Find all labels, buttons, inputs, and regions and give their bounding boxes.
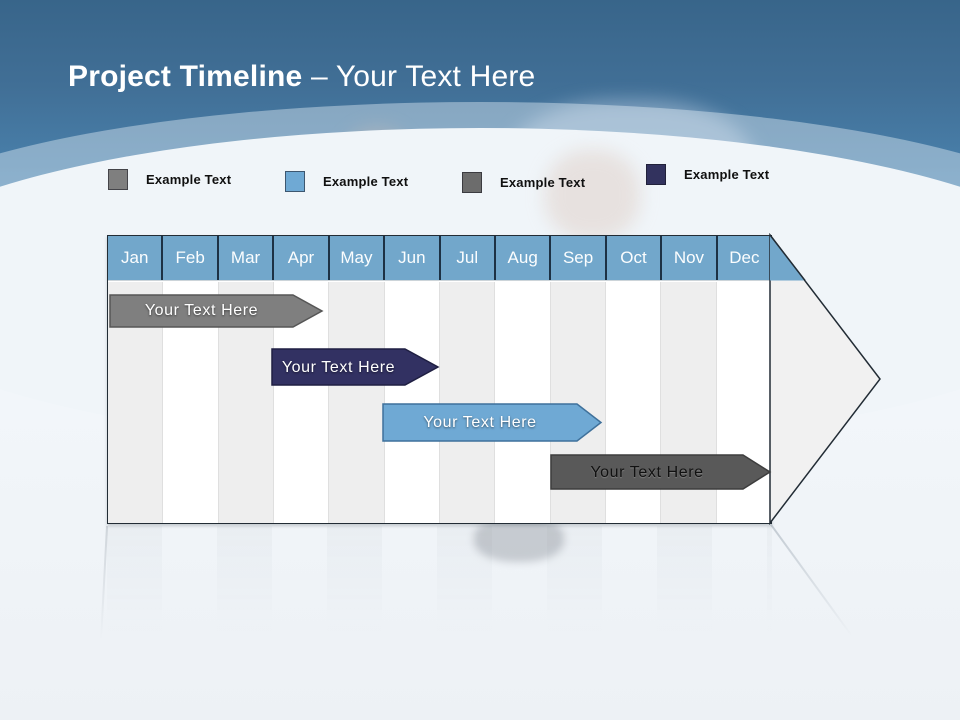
- table-reflection: [107, 526, 772, 636]
- month-header-nov: Nov: [660, 236, 715, 280]
- bar-shape-2[interactable]: [271, 348, 440, 387]
- legend-item-1[interactable]: Example Text: [108, 169, 231, 190]
- month-header-sep: Sep: [549, 236, 604, 280]
- legend-item-2[interactable]: Example Text: [285, 171, 408, 192]
- bar-shape-1[interactable]: [109, 294, 324, 329]
- bar-shape-4[interactable]: [550, 454, 772, 491]
- month-header-feb: Feb: [161, 236, 216, 280]
- column-jul: [438, 282, 495, 523]
- column-jun: [383, 282, 439, 523]
- title-rest: – Your Text Here: [310, 60, 536, 93]
- timeline-arrow-tip: [769, 233, 881, 526]
- bar-label-1[interactable]: Your Text Here: [144, 302, 259, 319]
- legend-item-4[interactable]: Example Text: [646, 164, 769, 185]
- month-header-dec: Dec: [715, 236, 771, 280]
- title-bold: Project Timeline: [68, 60, 303, 93]
- legend-swatch-navy: [646, 164, 666, 185]
- month-header-mar: Mar: [216, 236, 272, 280]
- legend-item-3[interactable]: Example Text: [462, 172, 585, 193]
- legend-swatch-gray: [108, 169, 128, 190]
- background-photo-leg: [545, 150, 640, 240]
- column-aug: [494, 282, 550, 523]
- legend-label: Example Text: [684, 167, 770, 182]
- month-header-row: Jan Feb Mar Apr May Jun Jul Aug Sep Oct …: [108, 236, 771, 281]
- bar-label-3[interactable]: Your Text Here: [423, 414, 537, 431]
- month-header-jan: Jan: [121, 248, 149, 267]
- month-header-aug: Aug: [493, 236, 549, 280]
- bar-shape-3[interactable]: [382, 403, 603, 443]
- month-header-may: May: [327, 236, 383, 280]
- legend-label: Example Text: [323, 174, 409, 189]
- month-header-jul: Jul: [438, 236, 494, 280]
- bar-label-2[interactable]: Your Text Here: [281, 359, 396, 376]
- legend-swatch-darkgray: [462, 172, 482, 193]
- page-title: Project Timeline – Your Text Here: [68, 60, 535, 94]
- month-header-apr: Apr: [272, 236, 327, 280]
- legend-swatch-blue: [285, 171, 305, 192]
- legend-label: Example Text: [500, 175, 586, 190]
- reflection-diagonal-edge: [770, 523, 854, 639]
- month-header-oct: Oct: [604, 236, 660, 280]
- column-may: [328, 282, 384, 523]
- month-header-jun: Jun: [383, 236, 438, 280]
- legend-label: Example Text: [146, 172, 232, 187]
- bar-label-4[interactable]: Your Text Here: [590, 464, 704, 481]
